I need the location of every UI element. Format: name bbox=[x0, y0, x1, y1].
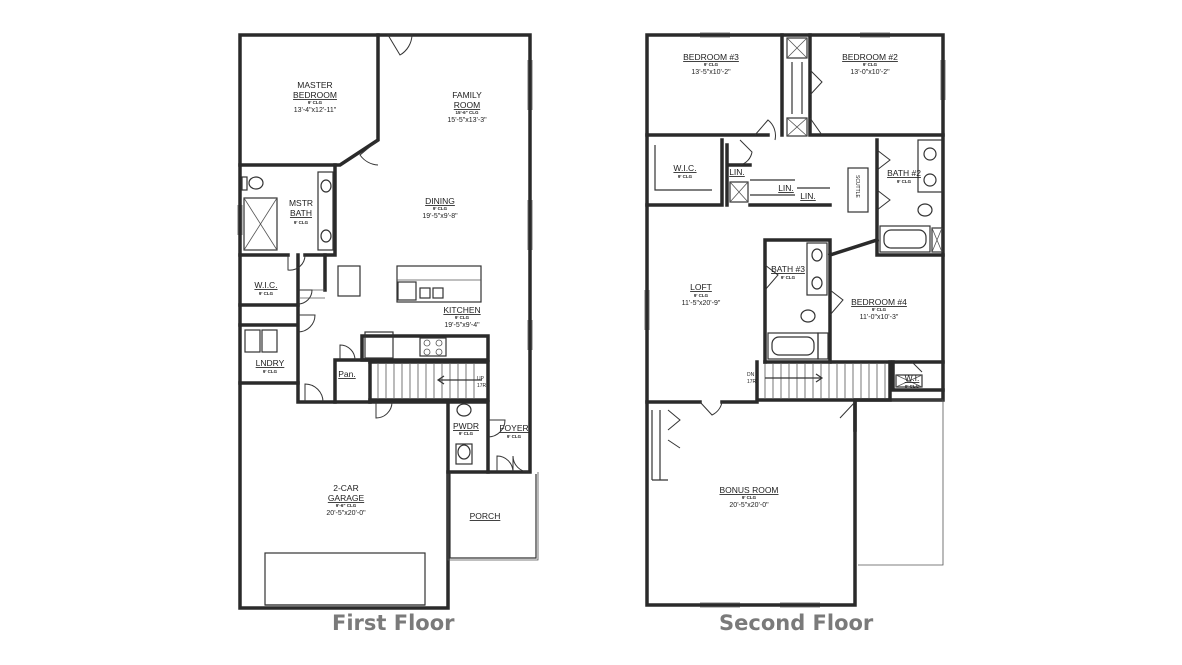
wic-label: W.I.C. bbox=[254, 280, 277, 290]
mstr-bath-label-2: BATH bbox=[290, 208, 312, 218]
powder-ceiling: 9' CLG bbox=[459, 431, 474, 436]
bath2-label: BATH #2 bbox=[887, 168, 921, 178]
loft-label: LOFT bbox=[690, 282, 712, 292]
bath2-ceiling: 9' CLG bbox=[897, 179, 912, 184]
wic-ceiling: 9' CLG bbox=[259, 291, 274, 296]
stairs-dn-label: DN bbox=[747, 372, 755, 378]
family-room-ceiling: 15'-6" CLG bbox=[456, 110, 479, 115]
foyer-label: FOYER bbox=[499, 423, 528, 433]
dining-dims: 19'-5"x9'-8" bbox=[422, 213, 458, 220]
garage-label: 2-CAR bbox=[333, 483, 359, 493]
wic-2f-label: W.I.C. bbox=[673, 163, 696, 173]
garage-label-2: GARAGE bbox=[328, 493, 365, 503]
bedroom2-label: BEDROOM #2 bbox=[842, 52, 898, 62]
dining-ceiling: 9' CLG bbox=[433, 206, 448, 211]
bath3-ceiling: 9' CLG bbox=[781, 275, 796, 280]
bedroom2-dims: 13'-0"x10'-2" bbox=[850, 69, 890, 76]
master-bedroom-label-2: BEDROOM bbox=[293, 90, 337, 100]
bath3-label: BATH #3 bbox=[771, 264, 805, 274]
bonus-room-dims: 20'-5"x20'-0" bbox=[729, 502, 769, 509]
stairs-up-count: 17R bbox=[477, 383, 487, 389]
family-room-label: FAMILY bbox=[452, 90, 482, 100]
laundry-ceiling: 9' CLG bbox=[263, 369, 278, 374]
first-floor-plan bbox=[237, 33, 539, 610]
bedroom3-dims: 13'-5"x10'-2" bbox=[691, 69, 731, 76]
lin2-label: LIN. bbox=[778, 183, 794, 193]
wic2-ceiling: 9' CLG bbox=[905, 384, 920, 389]
lin1-label: LIN. bbox=[729, 167, 745, 177]
family-room-label-2: ROOM bbox=[454, 100, 480, 110]
second-floor-plan bbox=[644, 32, 946, 608]
bedroom2-ceiling: 9' CLG bbox=[863, 62, 878, 67]
loft-ceiling: 9' CLG bbox=[694, 293, 709, 298]
mstr-bath-label: MSTR bbox=[289, 198, 313, 208]
bedroom4-dims: 11'-0"x10'-3" bbox=[860, 314, 899, 321]
stairs-up-label: UP bbox=[477, 376, 485, 382]
pantry-label: Pan. bbox=[338, 369, 356, 379]
stairs-dn-count: 17R bbox=[747, 379, 757, 385]
bedroom3-ceiling: 9' CLG bbox=[704, 62, 719, 67]
dining-label: DINING bbox=[425, 196, 455, 206]
foyer-ceiling: 9' CLG bbox=[507, 434, 522, 439]
first-floor-labels: MASTER BEDROOM 9' CLG 13'-4"x12'-11" FAM… bbox=[254, 80, 528, 521]
wic-2f-ceiling: 9' CLG bbox=[678, 174, 693, 179]
garage-dims: 20'-5"x20'-0" bbox=[326, 510, 366, 517]
master-bedroom-label: MASTER bbox=[297, 80, 332, 90]
master-bedroom-dims: 13'-4"x12'-11" bbox=[294, 107, 337, 114]
bonus-room-label: BONUS ROOM bbox=[719, 485, 778, 495]
loft-dims: 11'-5"x20'-9" bbox=[682, 300, 721, 307]
family-room-dims: 15'-5"x13'-3" bbox=[447, 117, 487, 124]
porch-label: PORCH bbox=[470, 511, 501, 521]
laundry-label: LNDRY bbox=[256, 358, 285, 368]
bedroom3-label: BEDROOM #3 bbox=[683, 52, 739, 62]
bedroom4-ceiling: 9' CLG bbox=[872, 307, 887, 312]
kitchen-label: KITCHEN bbox=[443, 305, 480, 315]
mstr-bath-ceiling: 9' CLG bbox=[294, 220, 309, 225]
master-bedroom-ceiling: 9' CLG bbox=[308, 100, 323, 105]
kitchen-ceiling: 9' CLG bbox=[455, 315, 470, 320]
second-floor-labels: BEDROOM #3 9' CLG 13'-5"x10'-2" BEDROOM … bbox=[673, 52, 921, 509]
kitchen-dims: 19'-5"x9'-4" bbox=[444, 322, 480, 329]
scuttle-label: SCUTTLE bbox=[854, 175, 860, 198]
bedroom4-label: BEDROOM #4 bbox=[851, 297, 907, 307]
bonus-room-ceiling: 9' CLG bbox=[742, 495, 757, 500]
wic2-label: W.I. bbox=[905, 373, 920, 383]
garage-ceiling: 9'-6" CLG bbox=[336, 503, 357, 508]
first-floor-caption: First Floor bbox=[332, 611, 455, 635]
second-floor-caption: Second Floor bbox=[719, 611, 874, 635]
lin3-label: LIN. bbox=[800, 191, 816, 201]
powder-label: PWDR bbox=[453, 421, 479, 431]
